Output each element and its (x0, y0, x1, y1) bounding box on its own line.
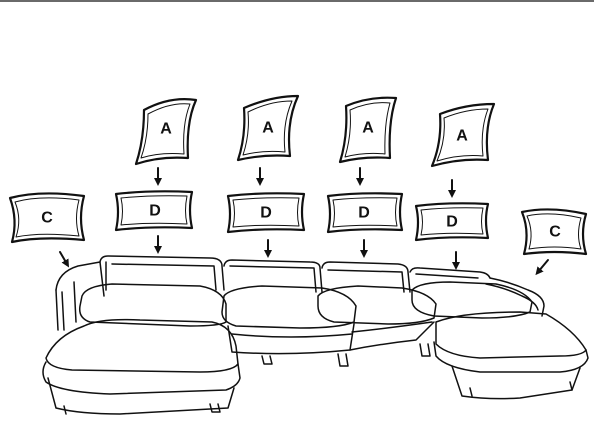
arrow-icon (60, 252, 67, 264)
cushion-c-right-label: C (549, 224, 561, 241)
cushion-a-1-label: A (160, 121, 172, 138)
cushion-d-3-label: D (358, 205, 370, 222)
cushion-c-left-label: C (41, 210, 53, 227)
arrow-icon (538, 260, 548, 272)
cushion-a-3-label: A (362, 120, 374, 137)
cushion-d-1-label: D (149, 203, 161, 220)
cushion-a-4-label: A (456, 128, 468, 145)
sofa-illustration (43, 256, 588, 414)
cushion-d-4-label: D (446, 214, 458, 231)
cushion-a-2-label: A (262, 120, 274, 137)
cushion-d-2-label: D (260, 205, 272, 222)
